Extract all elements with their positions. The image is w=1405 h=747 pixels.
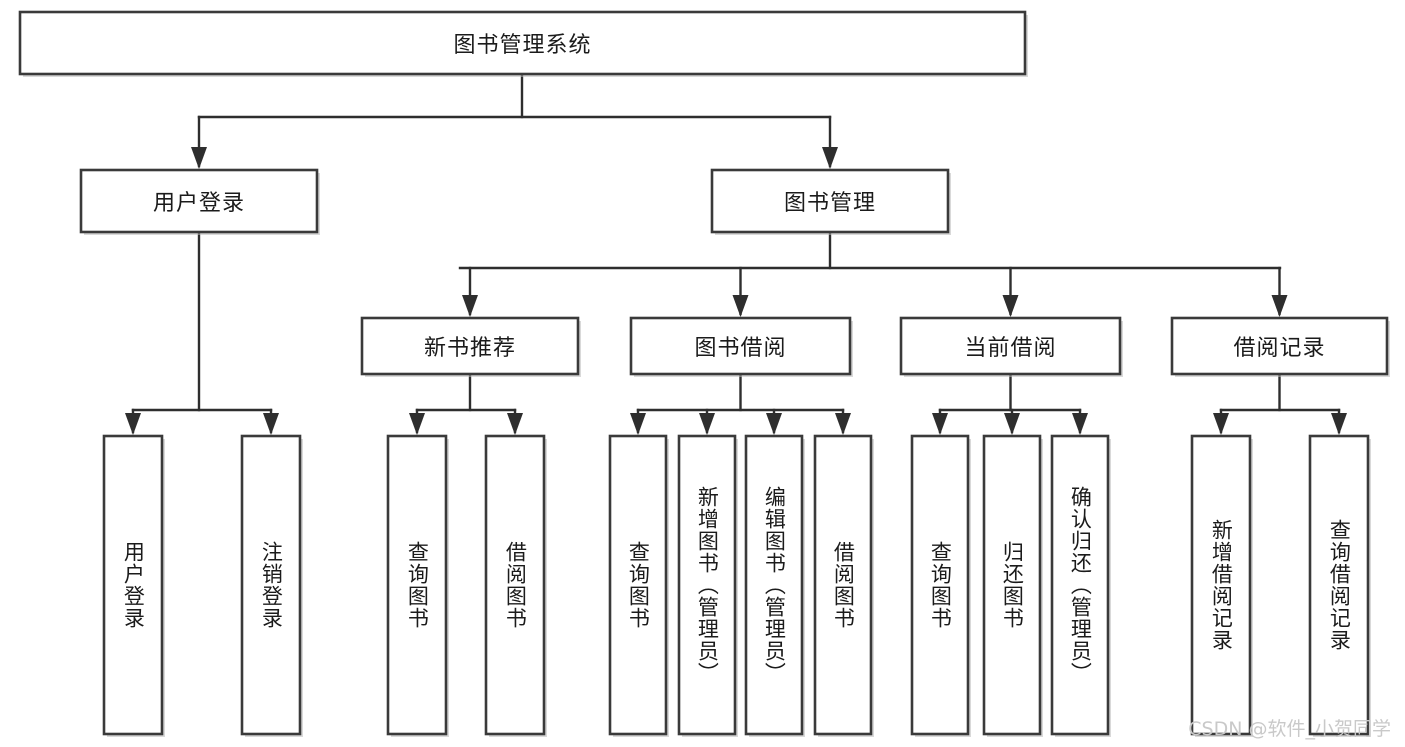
node-leaf-leaf-query-book-1[interactable] <box>386 434 448 736</box>
arrow-head-icon <box>835 413 851 435</box>
node-leaf-leaf-query-record[interactable] <box>1308 434 1370 736</box>
node-l2-book-manage[interactable] <box>710 168 950 234</box>
node-leaf-leaf-borrow-book-2[interactable] <box>813 434 873 736</box>
node-leaf-leaf-add-book[interactable] <box>677 434 737 736</box>
node-leaf-leaf-return-book[interactable] <box>982 434 1042 736</box>
arrow-head-icon <box>125 413 141 435</box>
node-root-system[interactable] <box>18 10 1027 76</box>
node-leaf-leaf-query-book-3[interactable] <box>910 434 970 736</box>
node-l3-new-book-rec[interactable] <box>360 316 580 376</box>
node-leaf-leaf-confirm-return[interactable] <box>1050 434 1110 736</box>
arrow-head-icon <box>732 295 749 317</box>
arrow-head-icon <box>462 295 478 317</box>
node-l2-user-login[interactable] <box>79 168 319 234</box>
arrow-head-icon <box>699 413 715 435</box>
node-l3-current-borrow[interactable] <box>899 316 1122 376</box>
connector-edges <box>125 72 1347 435</box>
node-leaf-leaf-user-login[interactable] <box>102 434 164 736</box>
node-leaf-leaf-query-book-2[interactable] <box>608 434 668 736</box>
arrow-head-icon <box>409 413 425 435</box>
arrow-head-icon <box>766 413 782 435</box>
arrow-head-icon <box>263 413 279 435</box>
node-boxes <box>18 10 1390 737</box>
node-leaf-leaf-edit-book[interactable] <box>744 434 804 736</box>
arrow-head-icon <box>191 147 207 169</box>
arrow-head-icon <box>630 413 646 435</box>
node-leaf-leaf-user-logout[interactable] <box>240 434 302 736</box>
arrow-head-icon <box>1331 413 1347 435</box>
node-l3-borrow-record[interactable] <box>1170 316 1389 376</box>
arrow-head-icon <box>932 413 948 435</box>
arrow-head-icon <box>507 413 523 435</box>
arrow-head-icon <box>822 147 838 169</box>
node-leaf-leaf-add-record[interactable] <box>1190 434 1252 736</box>
arrow-head-icon <box>1072 413 1088 435</box>
node-l3-book-borrow[interactable] <box>629 316 852 376</box>
arrow-head-icon <box>1002 295 1019 317</box>
node-leaf-leaf-borrow-book-1[interactable] <box>484 434 546 736</box>
arrow-head-icon <box>1004 413 1020 435</box>
arrow-head-icon <box>1213 413 1229 435</box>
arrow-head-icon <box>1271 295 1288 317</box>
